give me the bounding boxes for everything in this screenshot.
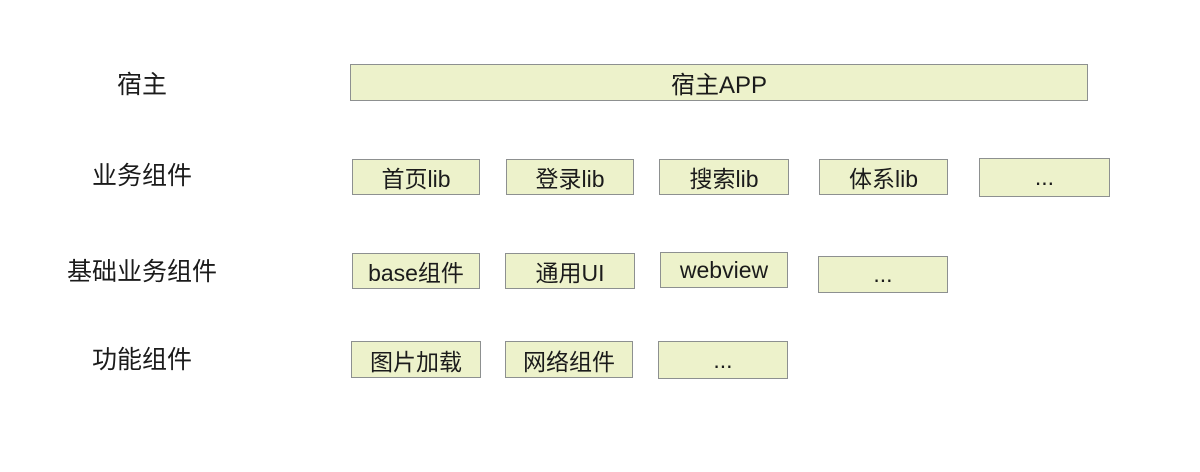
box-basic-ellipsis: ... [818, 256, 948, 293]
box-image-loading: 图片加载 [351, 341, 481, 378]
box-base-component: base组件 [352, 253, 480, 289]
box-webview: webview [660, 252, 788, 288]
box-network-component: 网络组件 [505, 341, 633, 378]
row-label-host: 宿主 [116, 71, 167, 99]
box-business-ellipsis: ... [979, 158, 1110, 197]
box-system-lib: 体系lib [819, 159, 948, 195]
box-host-app: 宿主APP [350, 64, 1088, 101]
row-label-functional-components: 功能组件 [91, 346, 192, 374]
box-functional-ellipsis: ... [658, 341, 788, 379]
box-common-ui: 通用UI [505, 253, 635, 289]
row-label-business-components: 业务组件 [91, 162, 192, 190]
box-login-lib: 登录lib [506, 159, 634, 195]
box-home-lib: 首页lib [352, 159, 480, 195]
row-label-basic-business-components: 基础业务组件 [66, 258, 217, 286]
box-search-lib: 搜索lib [659, 159, 789, 195]
